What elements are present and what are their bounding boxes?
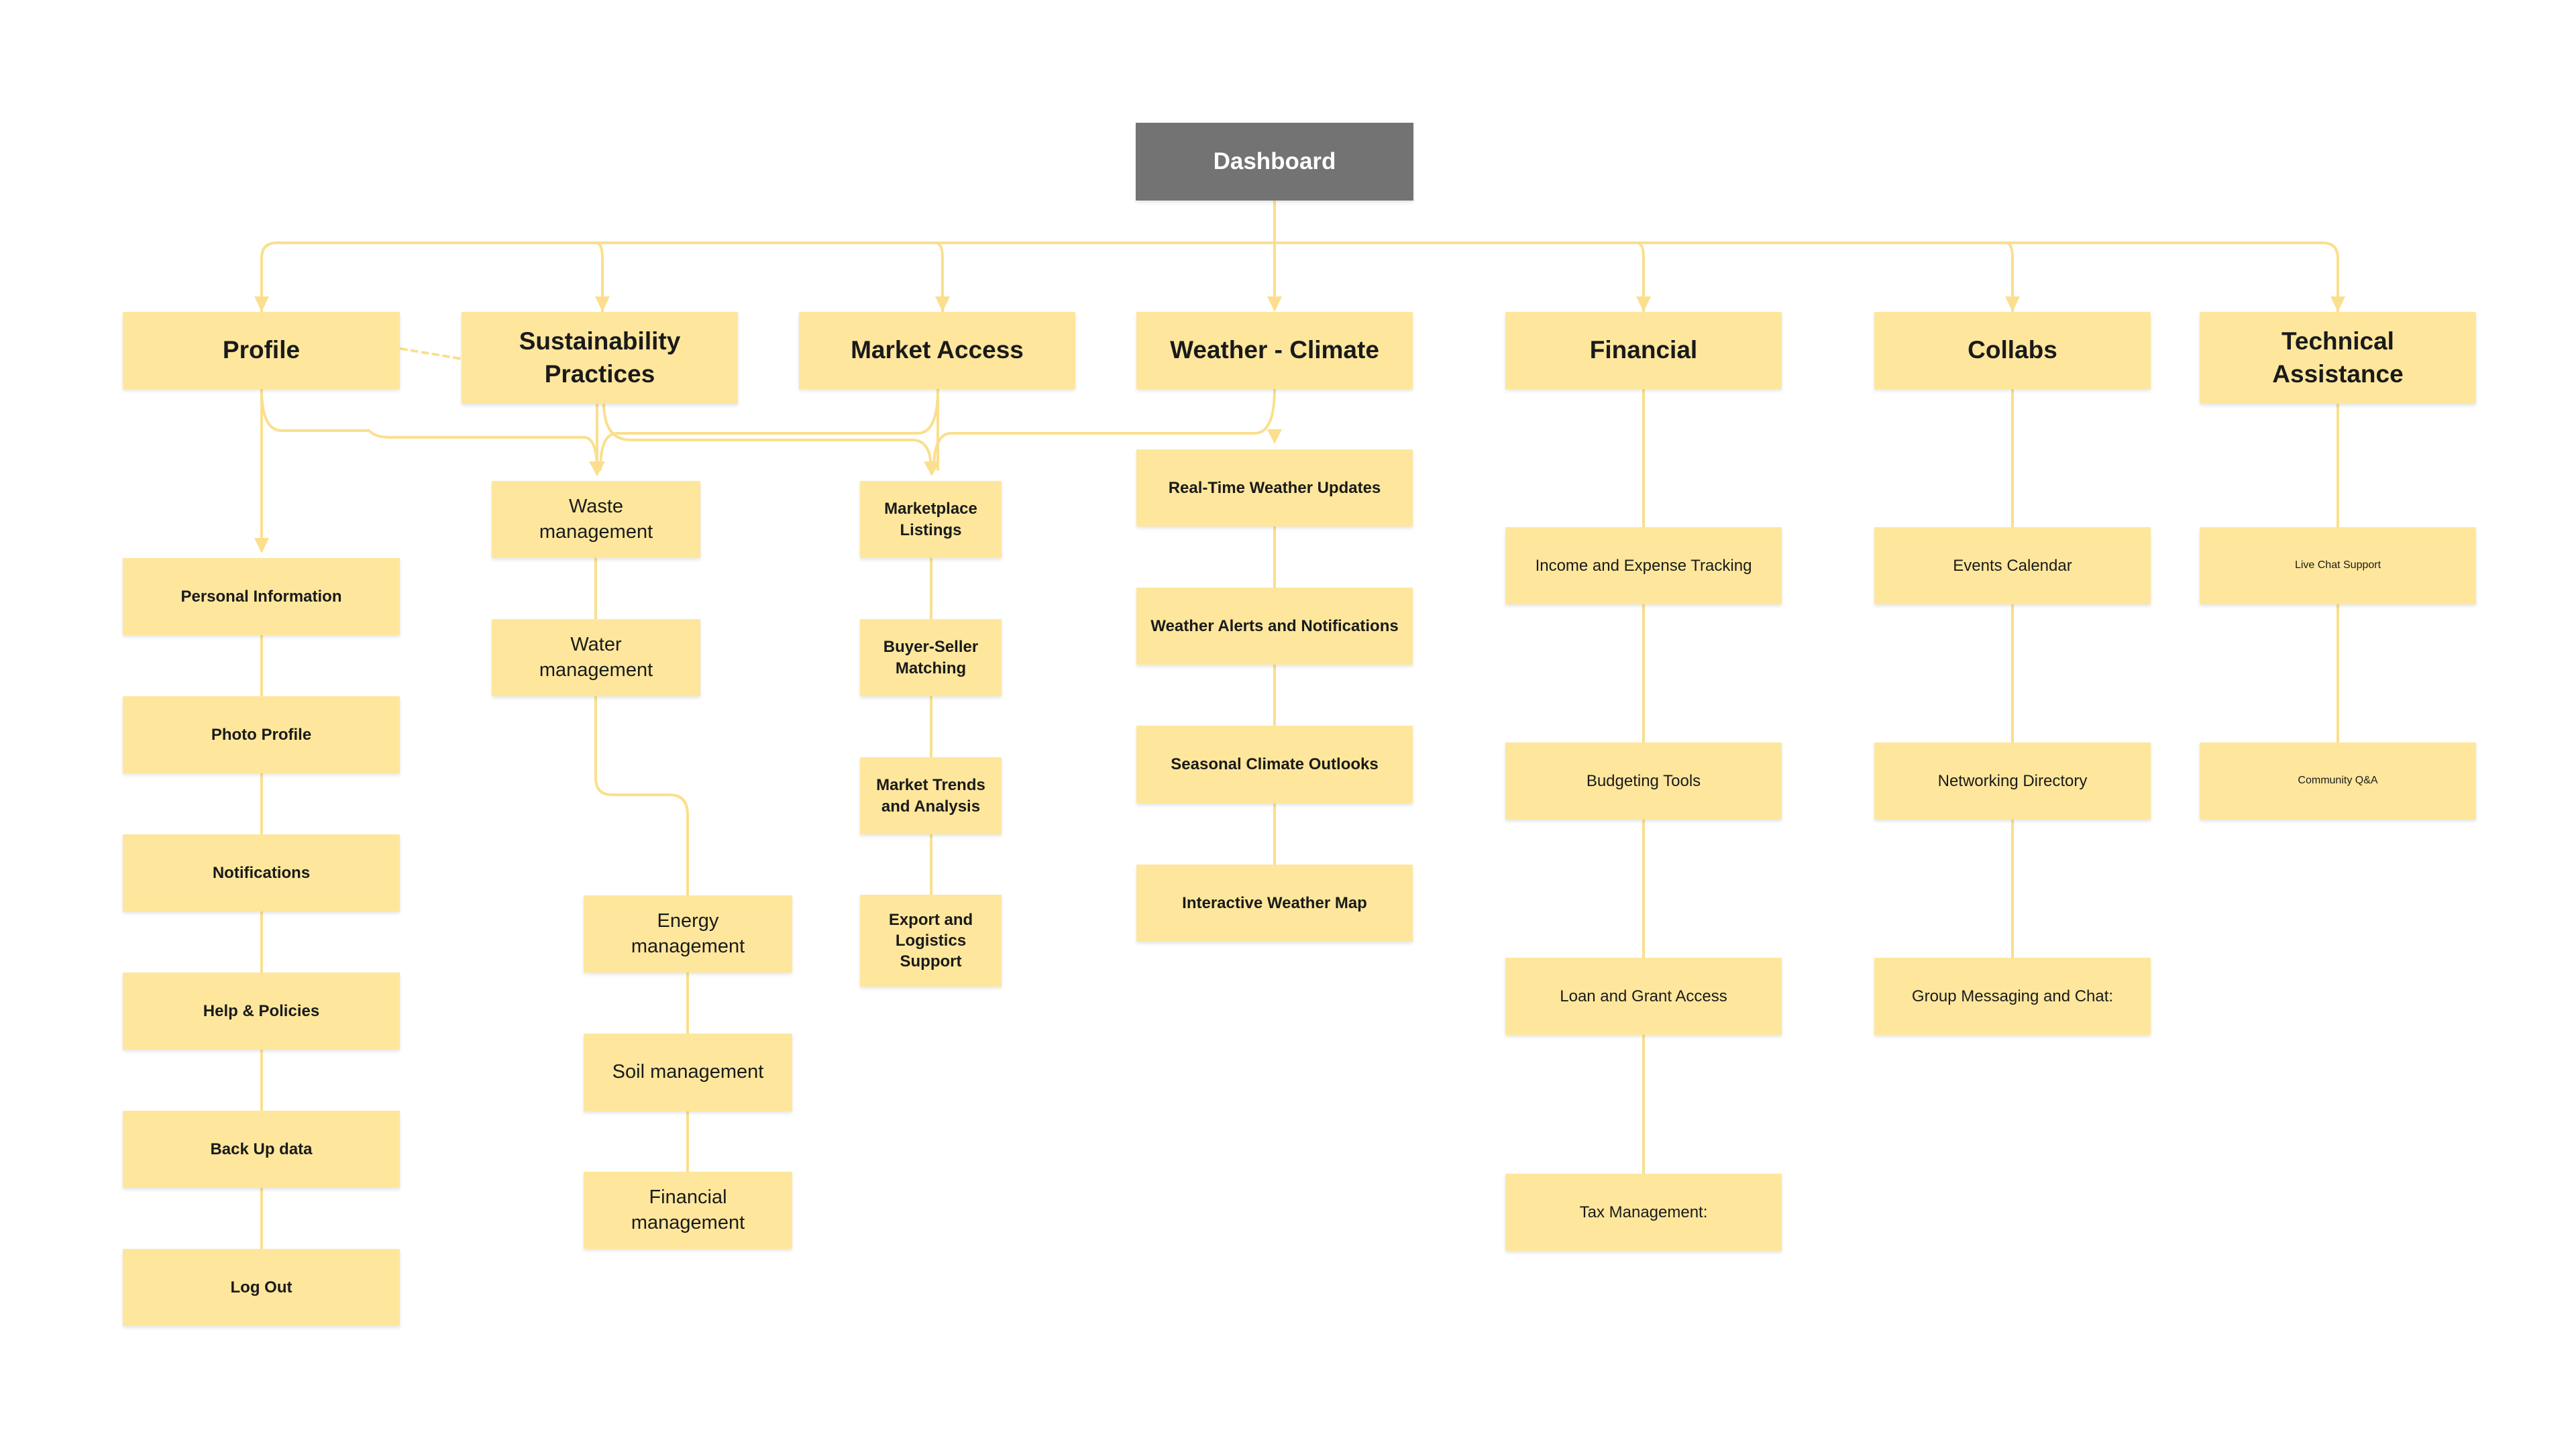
profile-item-back-up-data[interactable]: Back Up data bbox=[123, 1111, 400, 1188]
collabs-item-networking-directory[interactable]: Networking Directory bbox=[1874, 742, 2151, 820]
sustainability-item-energy-management[interactable]: Energy management bbox=[584, 895, 792, 973]
connector-bus-collabs bbox=[2004, 241, 2014, 260]
market-item-market-trends-analysis[interactable]: Market Trends and Analysis bbox=[860, 757, 1002, 834]
category-sustainability-practices[interactable]: Sustainability Practices bbox=[462, 312, 738, 404]
connector-profile-to-waste bbox=[260, 388, 598, 471]
arrow-financial bbox=[1636, 296, 1651, 312]
category-weather-climate[interactable]: Weather - Climate bbox=[1136, 312, 1413, 389]
collabs-item-group-messaging-chat[interactable]: Group Messaging and Chat: bbox=[1874, 958, 2151, 1035]
technical-item-community-qa[interactable]: Community Q&A bbox=[2200, 742, 2476, 820]
sustainability-item-soil-management[interactable]: Soil management bbox=[584, 1034, 792, 1111]
financial-item-tax-management[interactable]: Tax Management: bbox=[1505, 1174, 1782, 1251]
arrow-market bbox=[935, 296, 950, 312]
sustainability-item-financial-management[interactable]: Financial management bbox=[584, 1172, 792, 1249]
profile-item-personal-information[interactable]: Personal Information bbox=[123, 558, 400, 635]
connector-market-to-waste bbox=[599, 388, 939, 471]
weather-item-real-time-updates[interactable]: Real-Time Weather Updates bbox=[1136, 449, 1413, 527]
market-item-export-logistics-support[interactable]: Export and Logistics Support bbox=[860, 895, 1002, 987]
category-market-access[interactable]: Market Access bbox=[799, 312, 1075, 389]
connector-profile-sustainability-dashed bbox=[400, 347, 463, 360]
weather-item-interactive-map[interactable]: Interactive Weather Map bbox=[1136, 865, 1413, 942]
financial-item-budgeting-tools[interactable]: Budgeting Tools bbox=[1505, 742, 1782, 820]
arrow-marketplace bbox=[924, 461, 940, 476]
arrow-personal-information bbox=[254, 538, 269, 553]
connector-bus-market bbox=[934, 241, 944, 260]
arrow-technical bbox=[2330, 296, 2345, 312]
market-item-marketplace-listings[interactable]: Marketplace Listings bbox=[860, 481, 1002, 558]
financial-item-loan-grant-access[interactable]: Loan and Grant Access bbox=[1505, 958, 1782, 1035]
weather-item-seasonal-outlooks[interactable]: Seasonal Climate Outlooks bbox=[1136, 726, 1413, 804]
arrow-sustainability bbox=[595, 296, 610, 312]
financial-item-income-expense-tracking[interactable]: Income and Expense Tracking bbox=[1505, 527, 1782, 604]
connector-sustainability-to-marketplace bbox=[602, 401, 932, 471]
arrow-profile bbox=[254, 296, 269, 312]
market-item-buyer-seller-matching[interactable]: Buyer-Seller Matching bbox=[860, 619, 1002, 696]
profile-item-photo-profile[interactable]: Photo Profile bbox=[123, 696, 400, 773]
arrow-collabs bbox=[2005, 296, 2020, 312]
arrow-weather bbox=[1267, 296, 1282, 312]
sustainability-item-water-management[interactable]: Water management bbox=[492, 619, 700, 696]
arrow-realtime-weather bbox=[1267, 429, 1282, 444]
sustainability-item-waste-management[interactable]: Waste management bbox=[492, 481, 700, 558]
dashboard-node[interactable]: Dashboard bbox=[1136, 123, 1413, 201]
connector-bus-sustainability bbox=[594, 241, 604, 260]
connector-weather-to-marketplace bbox=[932, 388, 1276, 471]
connector-bus-financial bbox=[1635, 241, 1645, 260]
category-financial[interactable]: Financial bbox=[1505, 312, 1782, 389]
profile-item-help-policies[interactable]: Help & Policies bbox=[123, 973, 400, 1050]
profile-item-log-out[interactable]: Log Out bbox=[123, 1249, 400, 1326]
arrow-waste bbox=[589, 461, 605, 476]
weather-item-alerts-notifications[interactable]: Weather Alerts and Notifications bbox=[1136, 588, 1413, 665]
connector-sus-2 bbox=[594, 695, 689, 897]
connector-root-bus bbox=[260, 241, 2339, 260]
category-technical-assistance[interactable]: Technical Assistance bbox=[2200, 312, 2476, 404]
category-profile[interactable]: Profile bbox=[123, 312, 400, 389]
technical-item-live-chat-support[interactable]: Live Chat Support bbox=[2200, 527, 2476, 604]
collabs-item-events-calendar[interactable]: Events Calendar bbox=[1874, 527, 2151, 604]
category-collabs[interactable]: Collabs bbox=[1874, 312, 2151, 389]
profile-item-notifications[interactable]: Notifications bbox=[123, 834, 400, 912]
